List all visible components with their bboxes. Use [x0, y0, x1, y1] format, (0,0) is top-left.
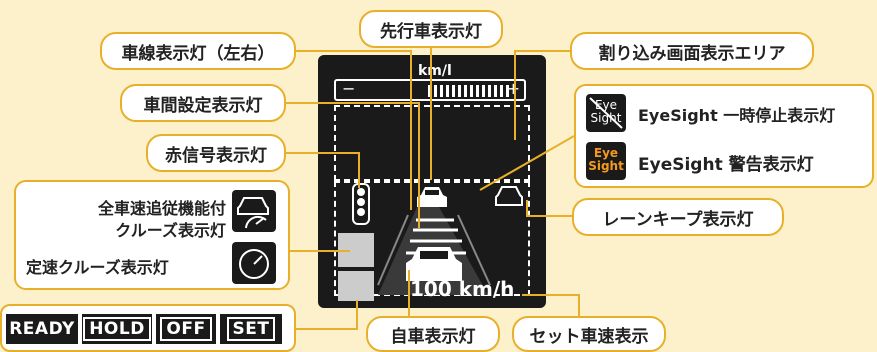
- connector: [418, 102, 420, 228]
- label-acc-line1: 全車速追従機能付: [97, 199, 226, 218]
- connector: [290, 250, 350, 252]
- connector: [286, 102, 420, 104]
- connector: [514, 50, 516, 140]
- off-button: OFF: [156, 314, 216, 344]
- connector: [430, 48, 432, 180]
- connector: [578, 294, 580, 316]
- set-label: SET: [226, 317, 276, 341]
- ready-label: READY: [9, 319, 75, 339]
- hold-button: HOLD: [82, 314, 152, 344]
- cruise-panel: 全車速追従機能付 クルーズ表示灯 定速クルーズ表示灯: [14, 180, 290, 290]
- ready-button: READY: [6, 314, 78, 344]
- set-button: SET: [220, 314, 282, 344]
- callout-preceding-vehicle: 先行車表示灯: [359, 10, 503, 48]
- gauge-plus: +: [507, 79, 520, 98]
- connector: [286, 152, 360, 154]
- callout-lane-indicator: 車線表示灯（左右）: [100, 32, 296, 70]
- label-distance-setting: 車間設定表示灯: [143, 95, 263, 116]
- connector: [526, 200, 528, 216]
- eyesight-warning-icon: Eye Sight: [586, 142, 626, 180]
- connector: [408, 270, 410, 316]
- label-cruise: 定速クルーズ表示灯: [26, 258, 169, 277]
- callout-interrupt-area: 割り込み画面表示エリア: [570, 32, 814, 70]
- connector: [522, 294, 580, 296]
- connector: [410, 50, 412, 210]
- connector: [356, 300, 358, 330]
- eye-text: Eye: [593, 146, 619, 160]
- connector: [514, 50, 570, 52]
- hold-label: HOLD: [83, 317, 151, 341]
- cluster-display: − + km/l: [318, 55, 546, 308]
- eyesight-panel: Eye Sight EyeSight 一時停止表示灯 Eye Sight Eye…: [574, 84, 874, 188]
- connector: [526, 215, 572, 217]
- label-red-signal: 赤信号表示灯: [165, 145, 267, 166]
- label-lane-indicator: 車線表示灯（左右）: [121, 43, 275, 64]
- preceding-car-icon: [417, 187, 447, 207]
- label-own-vehicle: 自車表示灯: [390, 326, 476, 347]
- label-interrupt-area: 割り込み画面表示エリア: [598, 43, 786, 64]
- cruise-icon: [232, 242, 276, 284]
- kml-label: km/l: [418, 63, 452, 79]
- gauge-ticks: [428, 85, 509, 97]
- acc-icon: [232, 190, 276, 232]
- label-eyesight-pause: EyeSight 一時停止表示灯: [638, 106, 836, 125]
- set-speed-value: 100 km/h: [410, 277, 515, 301]
- connector: [296, 50, 412, 52]
- traffic-light-icon: [352, 183, 370, 225]
- connector: [296, 328, 358, 330]
- own-car-icon: [406, 247, 462, 281]
- callout-own-vehicle: 自車表示灯: [366, 316, 500, 352]
- cut-in-car-icon: [495, 186, 523, 206]
- off-label: OFF: [160, 317, 212, 341]
- callout-distance-setting: 車間設定表示灯: [120, 84, 286, 122]
- label-lane-keep: レーンキープ表示灯: [602, 209, 754, 230]
- label-preceding-vehicle: 先行車表示灯: [380, 21, 482, 42]
- cruise-indicator-block: [338, 271, 374, 301]
- sight-text: Sight: [588, 159, 624, 173]
- callout-set-speed: セット車速表示: [512, 316, 666, 352]
- label-acc-line2: クルーズ表示灯: [115, 221, 226, 240]
- label-eyesight-warning: EyeSight 警告表示灯: [638, 155, 814, 175]
- eyesight-pause-icon: Eye Sight: [586, 94, 626, 132]
- label-set-speed: セット車速表示: [529, 326, 649, 347]
- callout-red-signal: 赤信号表示灯: [146, 134, 286, 172]
- gauge-minus: −: [342, 79, 356, 98]
- callout-lane-keep: レーンキープ表示灯: [572, 198, 784, 236]
- connector: [358, 152, 360, 188]
